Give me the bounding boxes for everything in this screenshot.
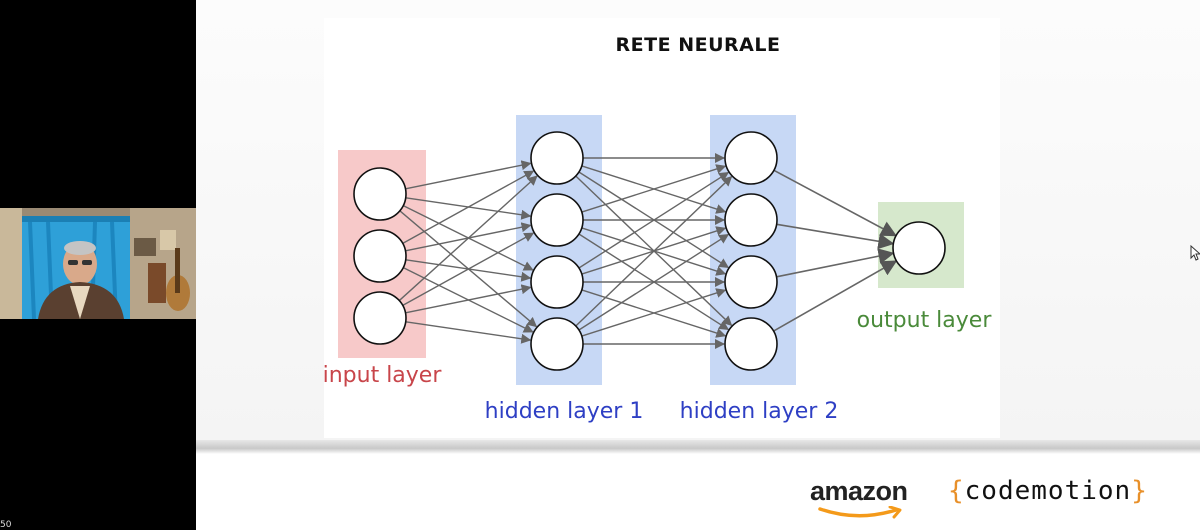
hidden-1-layer-label: hidden layer 1 [485, 399, 644, 424]
hidden-1-node-1 [530, 193, 584, 247]
edge-input-2-to-hidden-1-0 [398, 175, 538, 302]
hidden-2-node-0 [724, 131, 778, 185]
edge-input-2-to-hidden-1-3 [405, 321, 532, 344]
edge-hidden-2-2-to-output-0 [776, 248, 895, 278]
edge-hidden-1-3-to-hidden-2-0 [575, 175, 733, 327]
codemotion-text: codemotion [964, 476, 1132, 506]
corner-number: 50 [0, 520, 12, 530]
edge-hidden-2-1-to-output-0 [776, 223, 895, 250]
input-node-2 [353, 291, 407, 345]
hidden-2-node-3 [724, 317, 778, 371]
hidden-2-node-1 [724, 193, 778, 247]
webcam-feed [0, 208, 196, 319]
edge-hidden-1-2-to-hidden-2-0 [578, 171, 730, 269]
edge-hidden-1-3-to-hidden-2-1 [578, 233, 730, 331]
input-node-0 [353, 167, 407, 221]
hidden-2-node-2 [724, 255, 778, 309]
slide-title: RETE NEURALE [615, 34, 781, 56]
hidden-1-node-2 [530, 255, 584, 309]
edge-hidden-1-1-to-hidden-2-0 [581, 164, 727, 213]
edge-hidden-1-3-to-hidden-2-2 [581, 288, 727, 337]
edge-input-0-to-hidden-1-0 [405, 160, 532, 190]
codemotion-close-brace: } [1131, 476, 1148, 506]
hidden-1-node-3 [530, 317, 584, 371]
codemotion-open-brace: { [948, 476, 965, 506]
edge-input-1-to-hidden-1-0 [402, 170, 535, 245]
mouse-cursor-icon [1190, 245, 1200, 261]
edge-hidden-2-3-to-output-0 [773, 260, 898, 332]
hidden-1-node-0 [530, 131, 584, 185]
input-node-1 [353, 229, 407, 283]
hidden-2-layer-label: hidden layer 2 [680, 399, 839, 424]
output-node-0 [892, 221, 946, 275]
codemotion-logo: {codemotion} [948, 476, 1148, 506]
edge-input-2-to-hidden-1-2 [405, 284, 532, 314]
input-layer-label: input layer [323, 363, 443, 388]
output-layer-label: output layer [857, 308, 993, 333]
slide-bottom-shadow [196, 440, 1200, 454]
presentation-slide: RETE NEURALE input layer hidden layer 1 hi… [196, 0, 1200, 450]
amazon-smile-icon [818, 506, 902, 519]
amazon-logo: amazon [810, 476, 908, 506]
sponsor-footer: amazon {codemotion} [196, 454, 1200, 530]
edge-input-2-to-hidden-1-1 [402, 232, 535, 307]
edge-hidden-2-0-to-output-0 [773, 169, 897, 237]
neural-network-diagram: input layer hidden layer 1 hidden layer 2 o… [323, 115, 993, 424]
presenter-video-image [0, 208, 196, 319]
